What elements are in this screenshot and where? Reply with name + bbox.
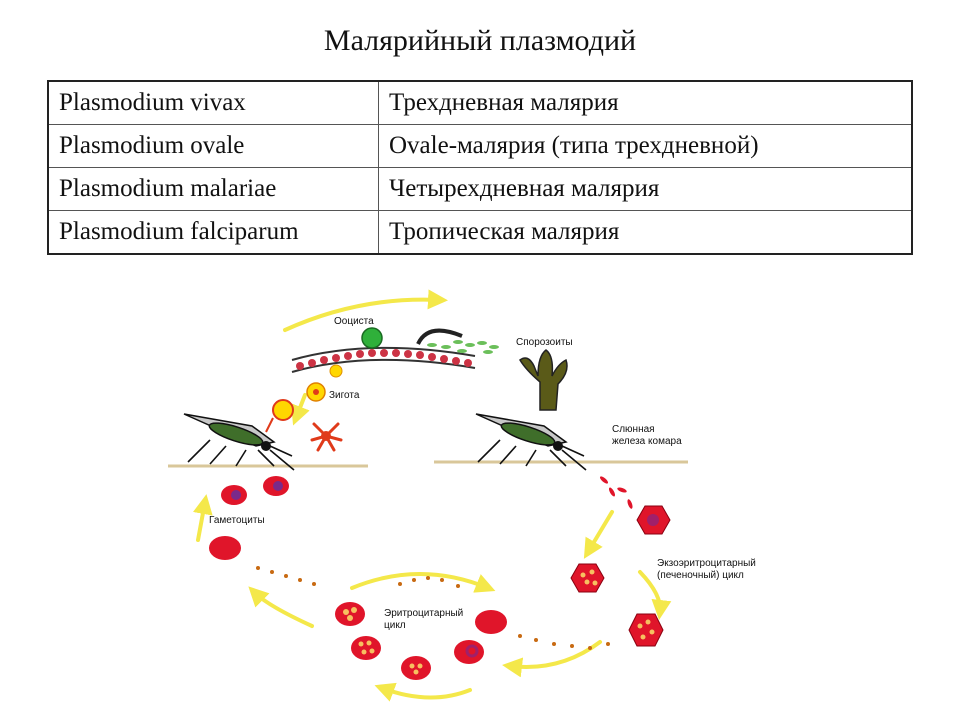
- label-zygote: Зигота: [329, 390, 360, 401]
- ring-erythrocyte-icon: [454, 640, 484, 664]
- oocyst-icon: [361, 327, 383, 349]
- label-sporozoites: Спорозоиты: [516, 337, 573, 348]
- arrow-inner-top: [350, 572, 496, 593]
- label-salivary-line1: Слюнная: [612, 424, 655, 435]
- gut-wall: [291, 346, 476, 373]
- species-cell: Plasmodium ovale: [47, 124, 379, 168]
- erythrocyte-icon: [475, 610, 507, 634]
- label-salivary-line2: железа комара: [612, 436, 682, 447]
- liver-cell-icon: [636, 505, 671, 535]
- merozoites-icon: [256, 566, 610, 650]
- ruptured-oocyst-icon: [416, 328, 463, 345]
- blood-sporozoites-icon: [599, 476, 633, 509]
- arrow-right-down: [583, 510, 614, 559]
- microgametocyte-icon: [310, 422, 343, 452]
- disease-cell: Тропическая малярия: [378, 210, 913, 255]
- trophozoite-erythrocyte-icon: [401, 656, 431, 680]
- arrow-inner-bottom: [374, 682, 472, 702]
- label-exo-line2: (печеночный) цикл: [657, 570, 744, 581]
- arrow-left-up: [248, 586, 314, 628]
- table-row: Plasmodium falciparum Тропическая маляри…: [47, 210, 913, 255]
- infected-erythrocyte-icon: [335, 602, 365, 626]
- arrow-liver-down: [638, 570, 672, 620]
- species-cell: Plasmodium malariae: [47, 167, 379, 211]
- salivary-gland-icon: [519, 349, 568, 411]
- arrow-mid-top: [291, 393, 310, 426]
- page-title: Малярийный плазмодий: [323, 24, 637, 57]
- gametocyte-icon: [221, 485, 247, 505]
- disease-cell: Ovale-малярия (типа трехдневной): [378, 124, 913, 168]
- erythrocyte-icon: [209, 536, 241, 560]
- table-row: Plasmodium ovale Ovale-малярия (типа тре…: [47, 124, 913, 168]
- ookinete-icon: [329, 364, 343, 378]
- arrow-top: [283, 289, 448, 332]
- disease-cell: Четырехдневная малярия: [378, 167, 913, 211]
- label-gametocytes: Гаметоциты: [209, 515, 265, 526]
- arrow-bottom-left: [502, 640, 602, 678]
- sporozoites-icon: [427, 340, 499, 354]
- table-row: Plasmodium malariae Четырехдневная маляр…: [47, 167, 913, 211]
- species-table: Plasmodium vivax Трехдневная малярия Pla…: [47, 80, 913, 255]
- mosquito-left-icon: [183, 413, 295, 471]
- label-oocyst: Ооциста: [334, 316, 374, 327]
- label-ery-line1: Эритроцитарный: [384, 608, 463, 619]
- liver-rupture-icon: [628, 613, 664, 647]
- schizont-erythrocyte-icon: [351, 636, 381, 660]
- cycle-arrows: [192, 289, 672, 702]
- label-ery-line2: цикл: [384, 620, 406, 631]
- mosquito-right-icon: [475, 413, 587, 471]
- species-cell: Plasmodium falciparum: [47, 210, 379, 255]
- arrow-gametocyte-up: [192, 494, 213, 542]
- label-exo-line1: Экзоэритроцитарный: [657, 558, 756, 569]
- gametocyte-icon: [263, 476, 289, 496]
- macrogamete-icon: [272, 399, 294, 421]
- liver-schizont-icon: [570, 563, 605, 593]
